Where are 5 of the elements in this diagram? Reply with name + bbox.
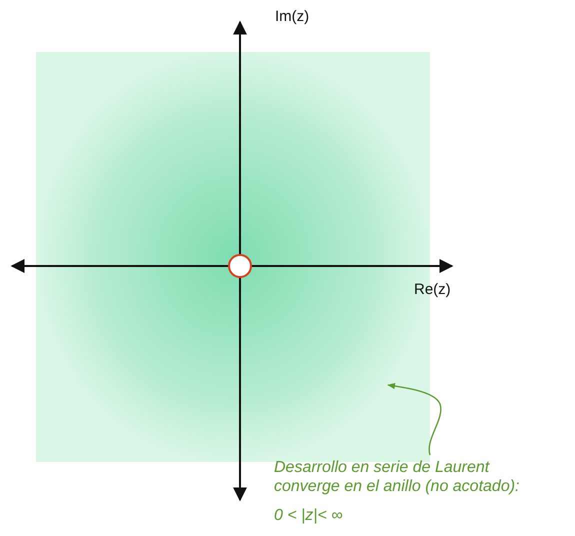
axis-label: Im(z) xyxy=(275,8,310,25)
condition-formula: 0 < |z|< ∞ xyxy=(274,506,344,525)
leader-arrow xyxy=(387,382,442,456)
annotation-text: Desarrollo en serie de Laurent converge en el anillo (no acotado): xyxy=(274,458,520,496)
axis-label: Re(z) xyxy=(414,281,451,298)
